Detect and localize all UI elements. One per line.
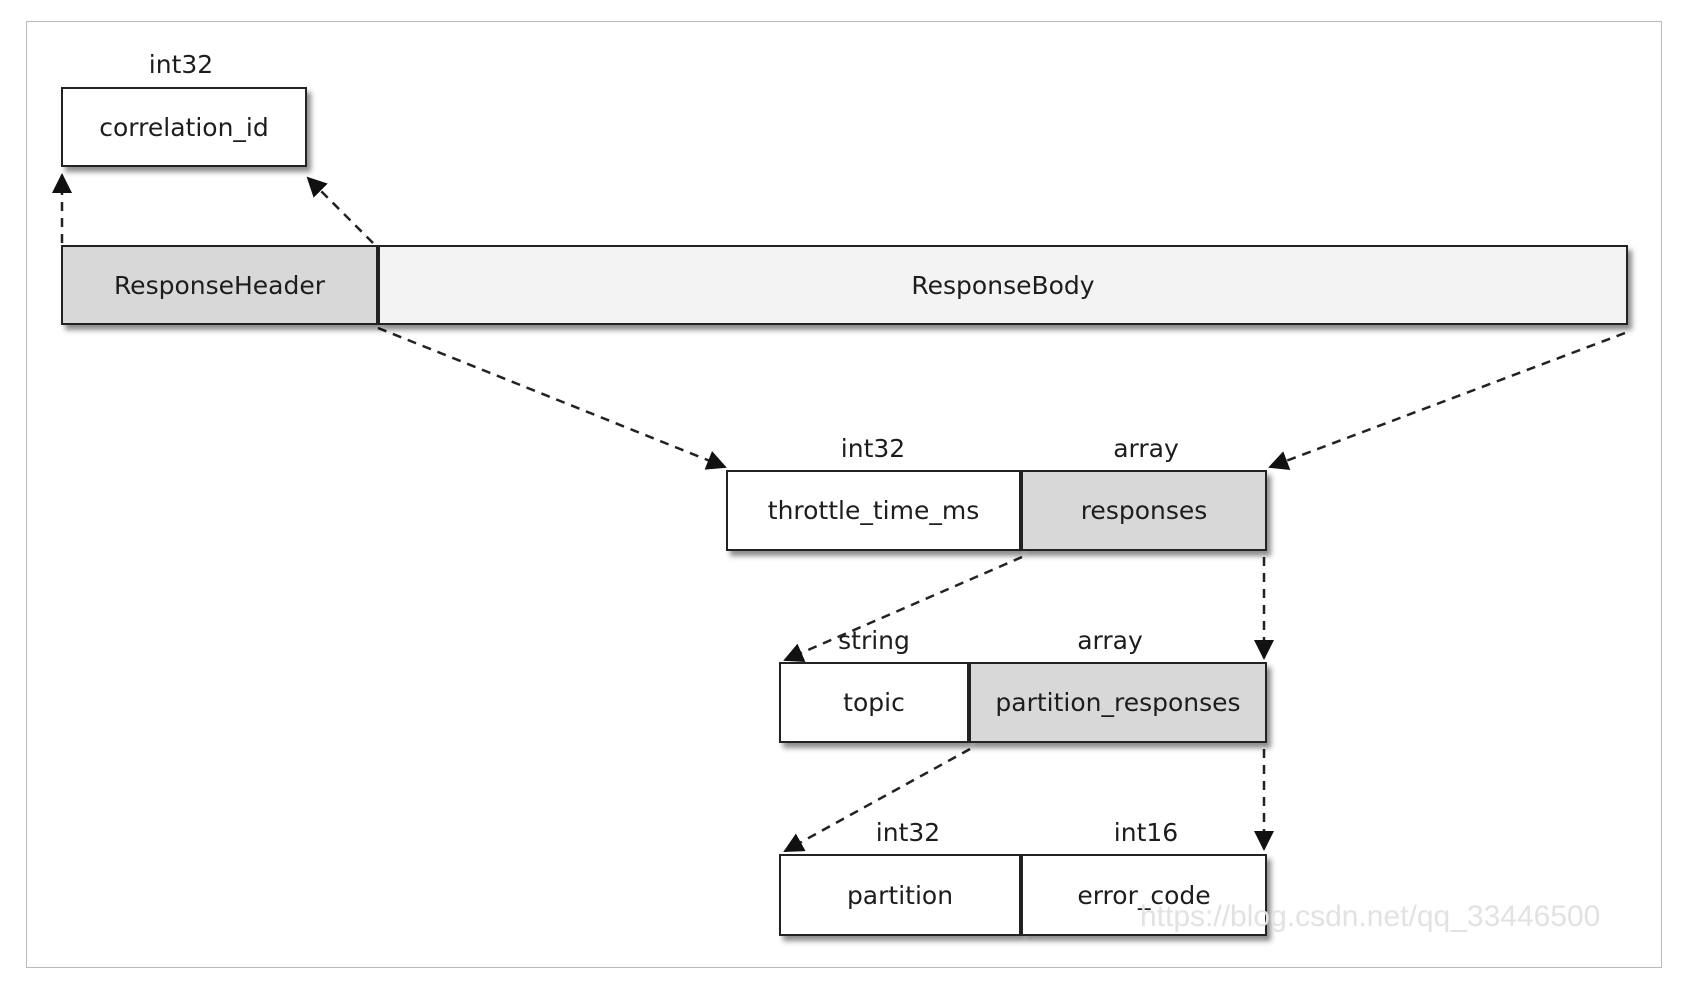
partition-responses-type: array	[1077, 626, 1143, 655]
partition-type: int32	[875, 818, 941, 847]
topic-type: string	[838, 626, 910, 655]
correlation-id-box: correlation_id	[61, 87, 307, 167]
arrow-body-to-throttle	[377, 326, 727, 470]
error-code-box: error_code	[1021, 854, 1267, 936]
partition-responses-box: partition_responses	[969, 662, 1267, 743]
error-code-type: int16	[1113, 818, 1179, 847]
throttle-time-type: int32	[840, 434, 906, 463]
response-body-box: ResponseBody	[378, 245, 1628, 325]
watermark: https://blog.csdn.net/qq_33446500	[1140, 900, 1601, 933]
response-header-box: ResponseHeader	[61, 245, 378, 325]
throttle-time-ms-box: throttle_time_ms	[726, 470, 1021, 551]
responses-type: array	[1113, 434, 1179, 463]
correlation-id-type: int32	[148, 50, 214, 79]
arrow-header-to-correlation-right	[306, 176, 374, 244]
arrow-body-to-responses	[1268, 331, 1626, 470]
responses-box: responses	[1021, 470, 1267, 551]
arrow-responses-to-topic	[783, 555, 1023, 662]
partition-box: partition	[779, 854, 1021, 936]
arrow-partition-responses-to-partition	[783, 747, 971, 853]
topic-box: topic	[779, 662, 969, 743]
